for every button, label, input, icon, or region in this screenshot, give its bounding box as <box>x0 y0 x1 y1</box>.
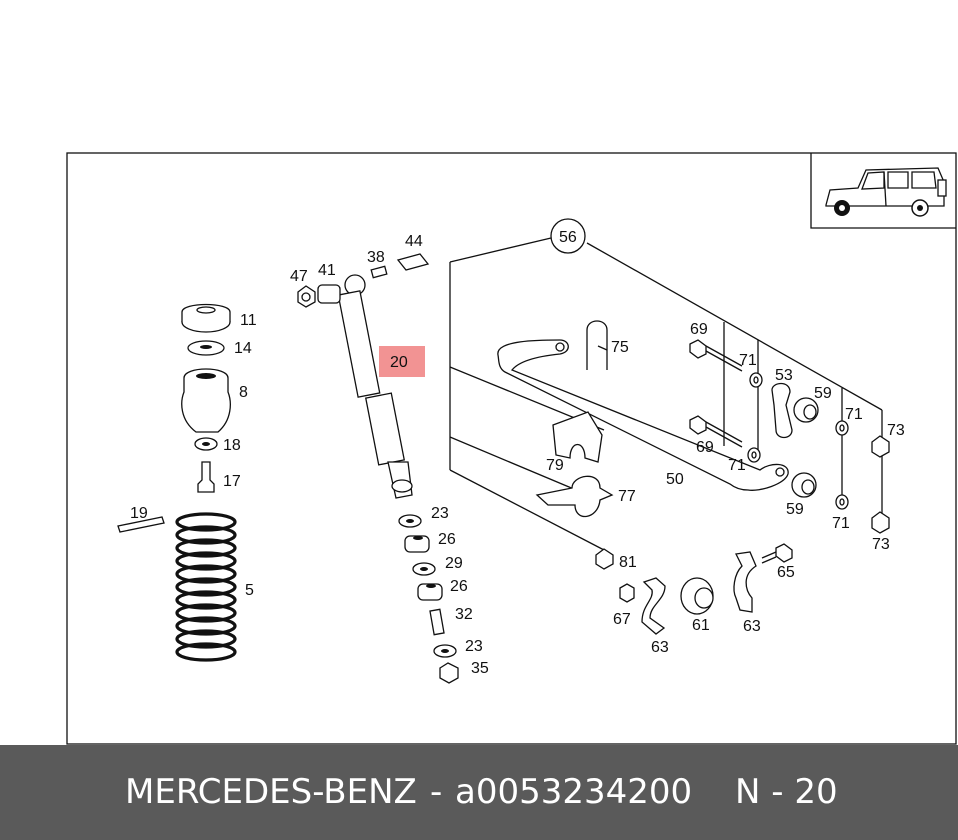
callout-circle-56 <box>550 218 586 254</box>
spring-coil <box>175 525 237 545</box>
label-59-bottom: 59 <box>786 501 804 518</box>
label-5: 5 <box>245 582 254 599</box>
label-47: 47 <box>290 268 308 285</box>
label-69-top: 69 <box>690 321 708 338</box>
label-41: 41 <box>318 262 336 279</box>
spring-coil <box>175 603 237 623</box>
label-35: 35 <box>471 660 489 677</box>
diagram-position: N - 20 <box>735 772 838 812</box>
pin-19 <box>117 516 165 533</box>
coil-spring <box>175 512 237 662</box>
label-14: 14 <box>234 340 252 357</box>
label-53: 53 <box>775 367 793 384</box>
label-44: 44 <box>405 233 423 250</box>
label-32: 32 <box>455 606 473 623</box>
spring-coil <box>175 616 237 636</box>
label-59-top: 59 <box>814 385 832 402</box>
label-61: 61 <box>692 617 710 634</box>
footer-bar: MERCEDES-BENZ - a0053234200 N - 20 <box>0 745 958 840</box>
label-11: 11 <box>240 312 257 329</box>
label-29: 29 <box>445 555 463 572</box>
label-50: 50 <box>666 471 684 488</box>
label-77: 77 <box>618 488 636 505</box>
clamp-bracket <box>552 411 603 463</box>
label-73-top: 73 <box>887 422 905 439</box>
label-23-top: 23 <box>431 505 449 522</box>
spring-coil <box>175 551 237 571</box>
diagram-frame <box>66 152 957 745</box>
label-79: 79 <box>546 457 564 474</box>
label-71-d: 71 <box>832 515 850 532</box>
label-18: 18 <box>223 437 241 454</box>
spring-coil <box>175 564 237 584</box>
label-81: 81 <box>619 554 637 571</box>
brand-separator: - <box>430 772 443 812</box>
spring-coil <box>175 590 237 610</box>
vehicle-thumbnail <box>810 153 956 229</box>
spring-mount-stack <box>181 303 231 493</box>
label-17: 17 <box>223 473 241 490</box>
assembly-group-lines <box>449 237 883 551</box>
spring-coil <box>175 642 237 662</box>
label-71-a: 71 <box>739 352 757 369</box>
u-bolt <box>586 320 608 370</box>
label-73-bottom: 73 <box>872 536 890 553</box>
label-71-c: 71 <box>728 457 746 474</box>
part-20-highlight <box>379 346 425 377</box>
nut-81 <box>595 548 614 570</box>
label-38: 38 <box>367 249 385 266</box>
label-67: 67 <box>613 611 631 628</box>
label-19: 19 <box>130 505 148 522</box>
label-65: 65 <box>777 564 795 581</box>
top-mount-hardware <box>297 253 430 308</box>
mount-bracket <box>535 475 614 518</box>
label-23-bottom: 23 <box>465 638 483 655</box>
label-75: 75 <box>611 339 629 356</box>
label-69-bottom: 69 <box>696 439 714 456</box>
spring-coil <box>175 512 237 532</box>
spring-coil <box>175 577 237 597</box>
bushings-59 <box>791 397 819 498</box>
label-20: 20 <box>390 354 408 371</box>
bolts-69 <box>689 339 743 448</box>
leader-lines <box>597 345 608 351</box>
brand-name: MERCEDES-BENZ <box>125 772 417 812</box>
label-63-left: 63 <box>651 639 669 656</box>
link-53 <box>771 382 793 439</box>
label-8: 8 <box>239 384 248 401</box>
stabilizer-bar <box>497 339 789 491</box>
label-56: 56 <box>559 229 577 246</box>
label-63-right: 63 <box>743 618 761 635</box>
spring-coil <box>175 629 237 649</box>
label-26-bottom: 26 <box>450 578 468 595</box>
shock-absorber <box>337 274 413 499</box>
lower-mount-parts <box>619 543 793 635</box>
spring-coil <box>175 538 237 558</box>
parts-diagram: 56 75 69 71 53 59 71 73 69 71 50 59 71 7… <box>66 152 957 745</box>
shock-lower-hardware <box>398 514 459 684</box>
nuts-73 <box>871 435 890 534</box>
label-26-top: 26 <box>438 531 456 548</box>
label-71-b: 71 <box>845 406 863 423</box>
part-number: a0053234200 <box>455 772 693 812</box>
washers-71 <box>747 372 849 510</box>
